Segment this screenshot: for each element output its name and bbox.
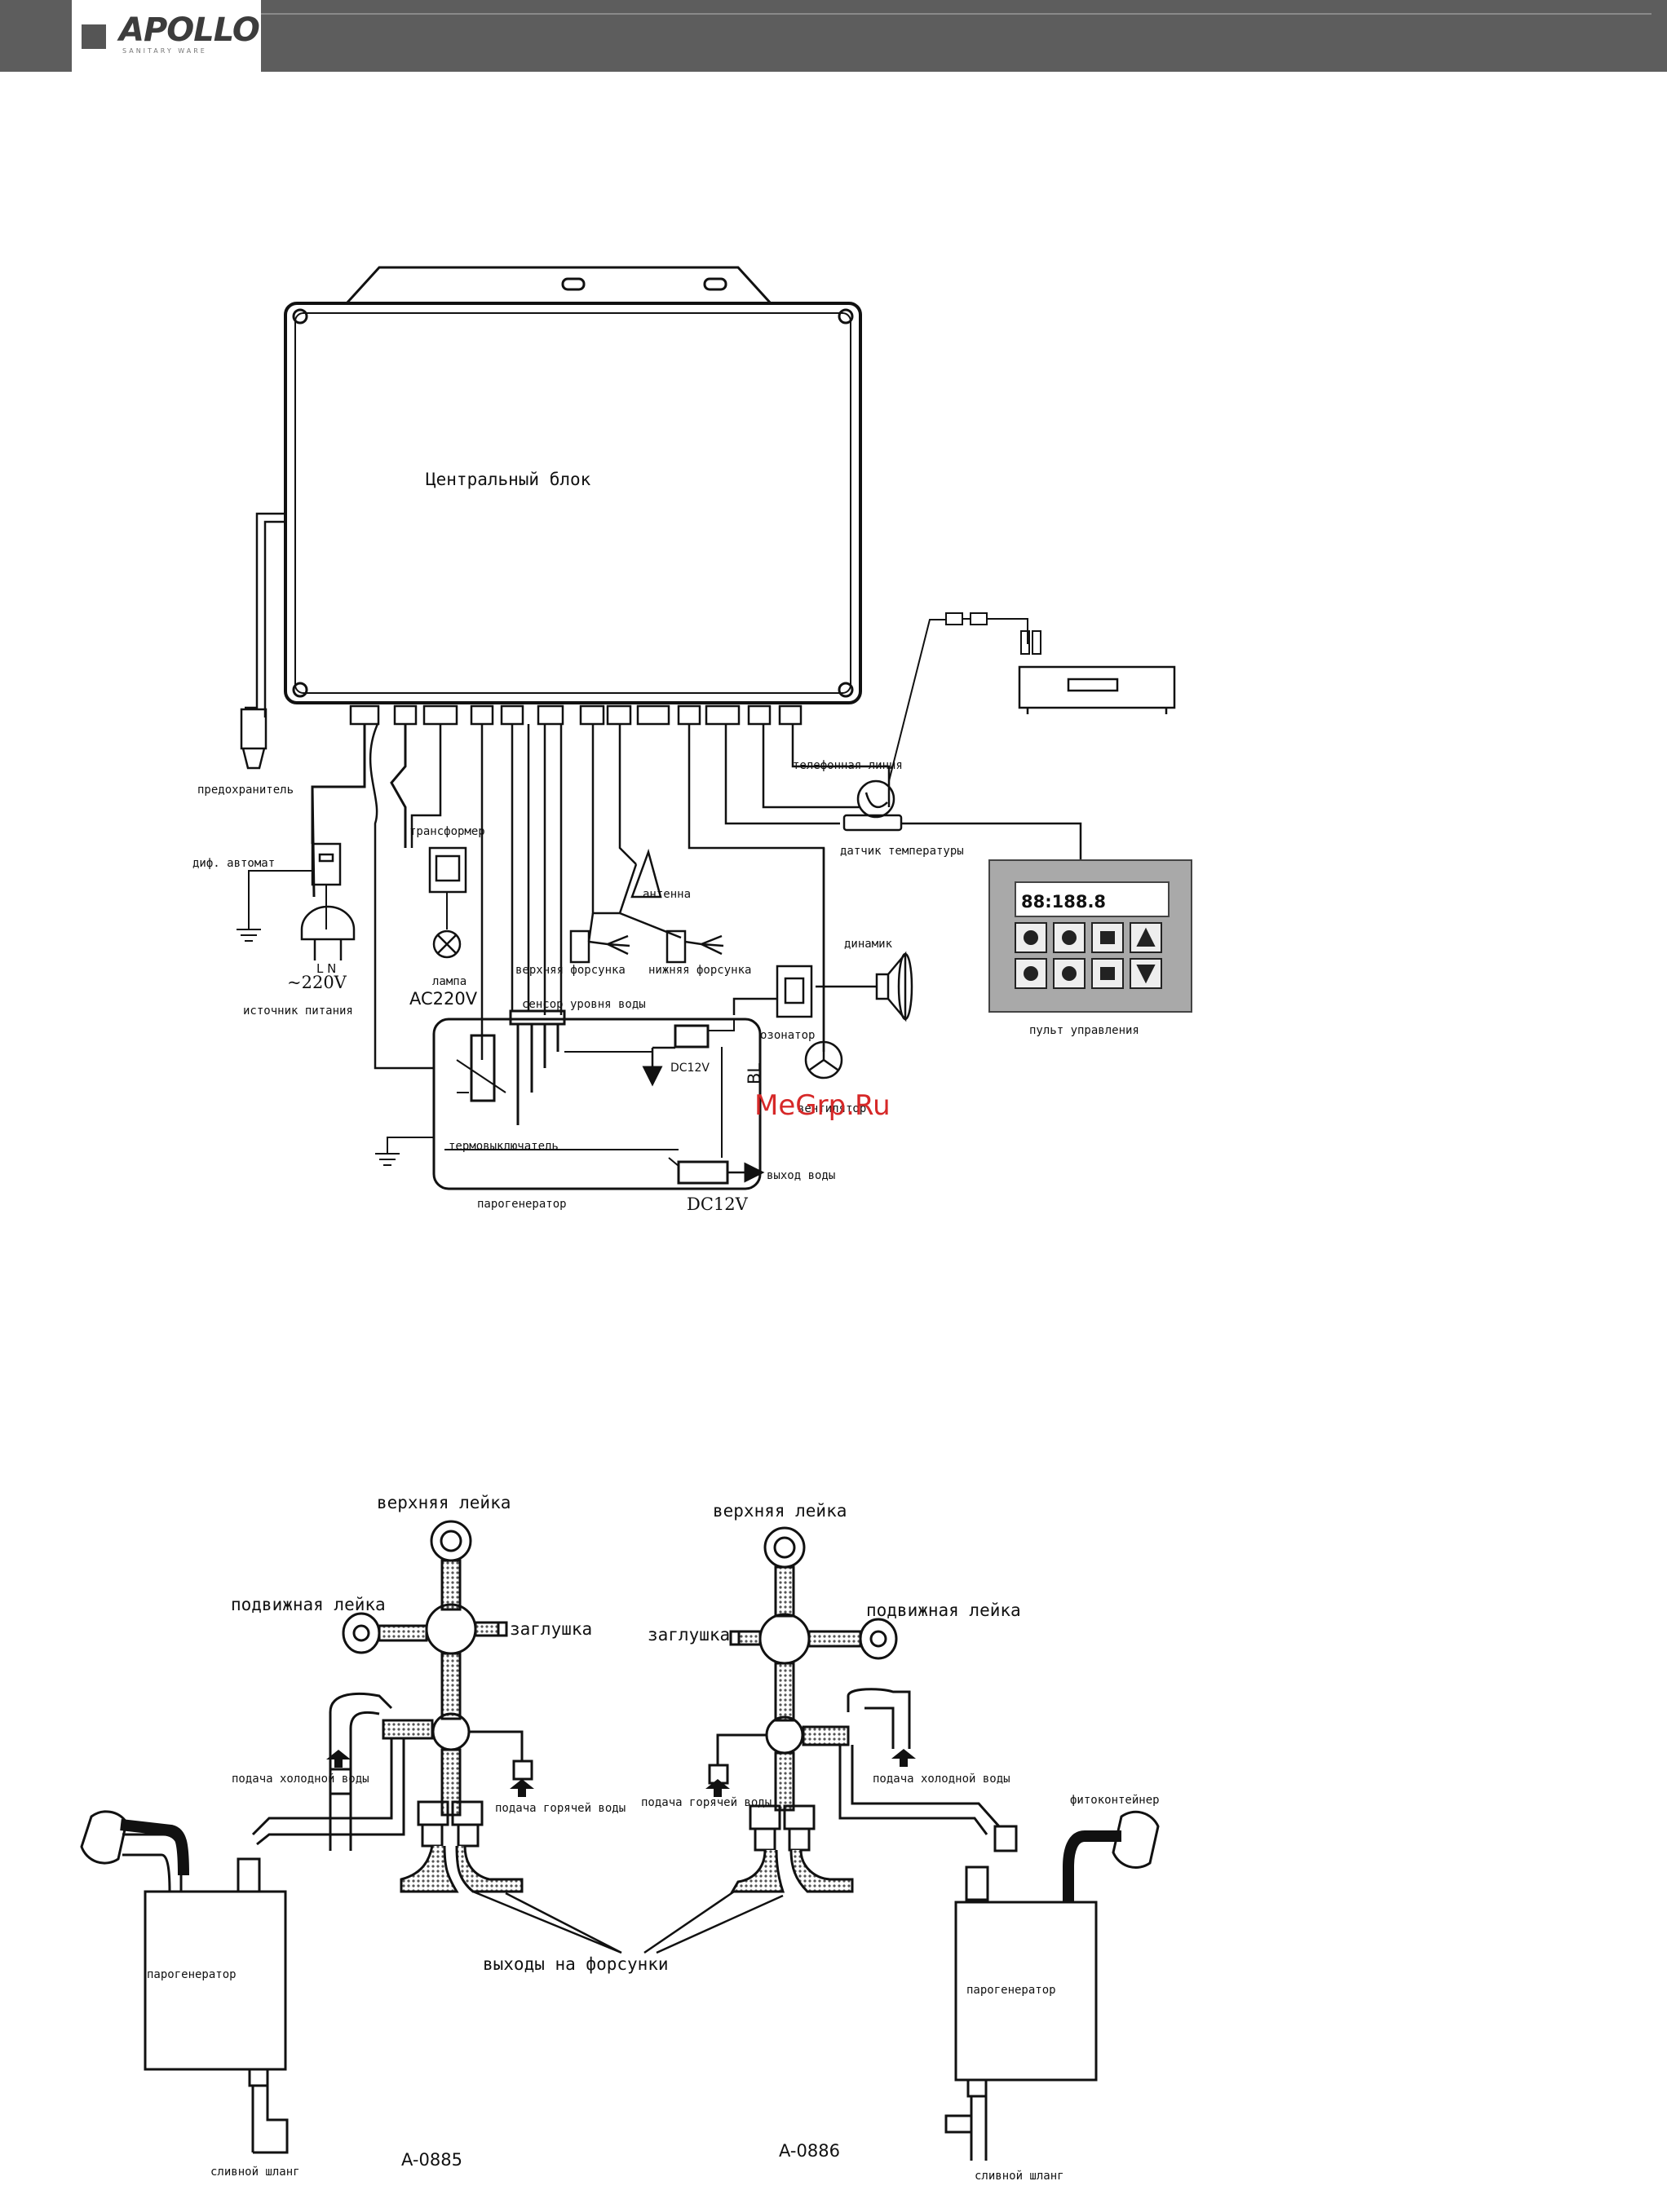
left-plug-label: заглушка <box>510 1619 592 1639</box>
brand-logo: APOLLO SANITARY WARE <box>72 0 261 72</box>
water-level-sensor-label: сенсор уровня воды <box>522 998 646 1011</box>
right-cold-water-arrow-icon <box>891 1749 916 1767</box>
transformer-icon <box>428 846 467 894</box>
brand-subtitle: SANITARY WARE <box>122 47 207 55</box>
central-unit-label: Центральный блок <box>426 470 591 489</box>
water-outlet-label: выход воды <box>767 1169 835 1182</box>
plumbing-left <box>80 1520 533 2154</box>
panel-display-readout: 88:188.8 <box>1021 892 1106 912</box>
right-hot-water-label: подача горячей воды <box>641 1796 772 1809</box>
antenna-label: антенна <box>643 888 691 901</box>
left-top-shower-label: верхняя лейка <box>377 1493 511 1512</box>
right-steam-generator-label: парогенератор <box>966 1984 1056 1997</box>
steam-generator-box <box>375 1009 765 1190</box>
control-panel-buttons <box>1015 922 1162 989</box>
right-hot-water-arrow-icon <box>705 1779 730 1797</box>
hot-water-arrow-icon <box>510 1779 534 1797</box>
brand-name: APOLLO <box>119 11 260 49</box>
breaker-icon <box>311 842 342 886</box>
power-source-label: источник питания <box>243 1004 353 1018</box>
nozzle-output-pointers <box>472 1890 784 1954</box>
left-movable-shower-label: подвижная лейка <box>231 1595 386 1614</box>
transformer-label: трансформер <box>409 825 485 838</box>
fan-icon <box>804 1040 843 1080</box>
fuse-icon <box>240 708 268 770</box>
ozonator-icon <box>776 965 813 1018</box>
right-phyto-hose <box>1063 1830 1121 1902</box>
bl-label: BL <box>745 1063 764 1084</box>
speaker-icon <box>875 951 913 1022</box>
header-rule <box>261 13 1652 15</box>
wiring-diagram <box>237 266 1192 1190</box>
lamp-icon <box>432 929 462 959</box>
nozzle-outputs-label: выходы на форсунки <box>483 1954 669 1974</box>
right-plug-label: заглушка <box>648 1625 730 1645</box>
central-unit <box>284 266 862 704</box>
left-model-label: A-0885 <box>401 2150 462 2170</box>
phone-icon <box>856 779 895 819</box>
speaker-label: динамик <box>844 938 893 951</box>
dc12v-top-label: DC12V <box>670 1062 710 1075</box>
left-steam-generator-label: парогенератор <box>147 1968 237 1981</box>
breaker-label: диф. автомат <box>192 857 275 870</box>
right-top-shower-label: верхняя лейка <box>713 1501 847 1521</box>
bottom-nozzle-icon <box>665 929 724 964</box>
right-drain-hose-label: сливной шланг <box>975 2170 1064 2183</box>
right-arrows <box>705 1749 916 1797</box>
left-hot-water-label: подача горячей воды <box>495 1802 626 1815</box>
right-model-label: A-0886 <box>779 2141 840 2161</box>
ozonator-label: озонатор <box>760 1029 815 1042</box>
bottom-nozzle-label: нижняя форсунка <box>648 964 751 977</box>
left-drain-hose-label: сливной шланг <box>210 2166 300 2179</box>
dc12v-bottom-label: DC12V <box>687 1194 749 1214</box>
right-phyto-container-label: фитоконтейнер <box>1070 1794 1160 1807</box>
logo-square-icon <box>82 24 106 49</box>
dvd-player-icon <box>1018 665 1176 714</box>
page-header: APOLLO SANITARY WARE <box>0 0 1667 72</box>
plug-icon <box>300 905 356 960</box>
left-cold-water-label: подача холодной воды <box>232 1773 369 1786</box>
right-cold-water-label: подача холодной воды <box>873 1773 1010 1786</box>
fuse-label: предохранитель <box>197 784 294 797</box>
left-arrows <box>326 1750 534 1797</box>
control-panel-label: пульт управления <box>1029 1024 1139 1037</box>
mains-voltage-label: ~220V <box>287 973 347 992</box>
right-movable-shower-label: подвижная лейка <box>866 1600 1021 1620</box>
phone-line-label: телефонная линия <box>793 759 903 772</box>
l-n-label: L N <box>316 961 336 976</box>
top-nozzle-label: верхняя форсунка <box>515 964 626 977</box>
plumbing-right <box>708 1526 1160 2161</box>
cable-glands <box>349 704 803 726</box>
top-nozzle-icon <box>569 929 630 964</box>
watermark: MeGrp.Ru <box>754 1089 891 1122</box>
cold-water-arrow-icon <box>326 1750 351 1768</box>
left-phyto-hose <box>120 1819 189 1876</box>
fan-label: вентилятор <box>798 1102 866 1115</box>
thermoswitch-label: термовыключатель <box>449 1140 559 1153</box>
lamp-voltage-label: AC220V <box>409 989 478 1009</box>
steam-generator-label: парогенератор <box>477 1198 567 1211</box>
av-connector-icon <box>945 612 1041 655</box>
lamp-label: лампа <box>432 975 466 988</box>
temp-sensor-label: датчик температуры <box>840 845 964 858</box>
